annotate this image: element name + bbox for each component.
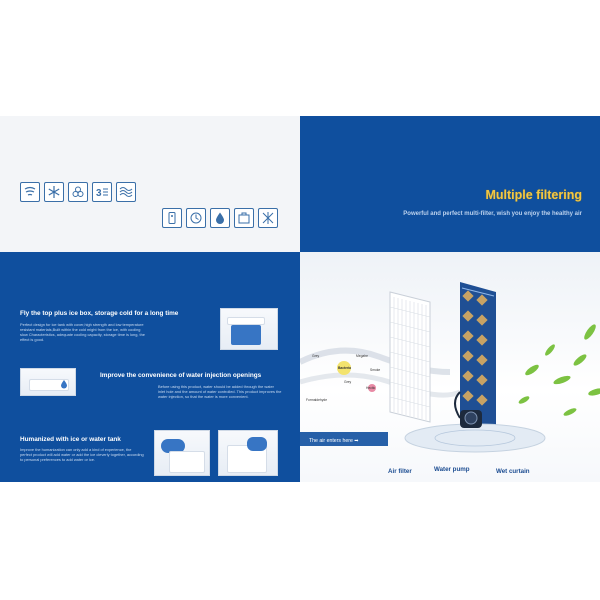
feature-title-ice-water-tank: Humanized with ice or water tank bbox=[20, 436, 121, 443]
filter-diagram: The air enters here ➡ Grey Bacteria Mega… bbox=[300, 252, 600, 482]
tank-icon bbox=[234, 208, 254, 228]
water-inlet-photo bbox=[20, 368, 76, 396]
page-title: Multiple filtering bbox=[485, 188, 582, 202]
timer-icon bbox=[186, 208, 206, 228]
brochure-spread: 3 Multiple filtering P bbox=[0, 116, 600, 482]
particle-label: Formaldehyde bbox=[306, 398, 328, 402]
particle-label: Smoke bbox=[370, 368, 381, 372]
bacteria-particle bbox=[337, 361, 351, 375]
air-filter-label: Air filter bbox=[388, 468, 412, 475]
svg-text:3: 3 bbox=[96, 188, 102, 199]
water-pump-label: Water pump bbox=[434, 466, 470, 473]
diagram-graphic bbox=[300, 282, 600, 453]
circles-icon bbox=[68, 182, 88, 202]
feature-title-water-injection: Improve the convenience of water injecti… bbox=[100, 372, 262, 379]
snowflake-icon bbox=[44, 182, 64, 202]
arrow-right-icon: ➡ bbox=[354, 438, 359, 444]
particle-label: Grey bbox=[312, 354, 320, 358]
wet-curtain bbox=[460, 282, 496, 437]
feature-text-water-injection: Before using this product, water should … bbox=[158, 384, 282, 399]
wave-icon bbox=[116, 182, 136, 202]
three-speed-icon: 3 bbox=[92, 182, 112, 202]
air-enter-text: The air enters here bbox=[309, 438, 353, 444]
remote-icon bbox=[162, 208, 182, 228]
swing-icon bbox=[258, 208, 278, 228]
water-pump bbox=[454, 391, 482, 428]
leaves bbox=[518, 324, 600, 416]
water-tank-photo bbox=[218, 430, 278, 476]
features-panel: Fly the top plus ice box, storage cold f… bbox=[0, 252, 300, 482]
particle-label: Megabe bbox=[356, 354, 368, 358]
icon-panel: 3 bbox=[0, 116, 300, 252]
particle-label: Bacteria bbox=[338, 366, 352, 370]
fan-icon bbox=[20, 182, 40, 202]
water-drop-icon bbox=[210, 208, 230, 228]
particle-label: Hectic bbox=[366, 386, 376, 390]
icon-row-secondary bbox=[162, 208, 278, 228]
hectic-particle bbox=[368, 384, 376, 392]
feature-text-ice-water-tank: Improve the humanization can only add a … bbox=[20, 447, 144, 462]
ice-tank-photo bbox=[154, 430, 210, 476]
feature-title-ice-box: Fly the top plus ice box, storage cold f… bbox=[20, 310, 179, 317]
particle-label: Grey bbox=[344, 380, 352, 384]
air-filter-grid bbox=[389, 291, 431, 423]
page-subtitle: Powerful and perfect multi-filter, wish … bbox=[403, 211, 582, 217]
ice-box-photo bbox=[220, 308, 278, 350]
icon-row-primary: 3 bbox=[20, 182, 136, 202]
title-panel: Multiple filtering Powerful and perfect … bbox=[300, 116, 600, 252]
wet-curtain-label: Wet curtain bbox=[496, 468, 530, 475]
air-enter-label: The air enters here ➡ bbox=[309, 438, 359, 444]
feature-text-ice-box: Perfect design for ice tank with cover,h… bbox=[20, 322, 145, 342]
